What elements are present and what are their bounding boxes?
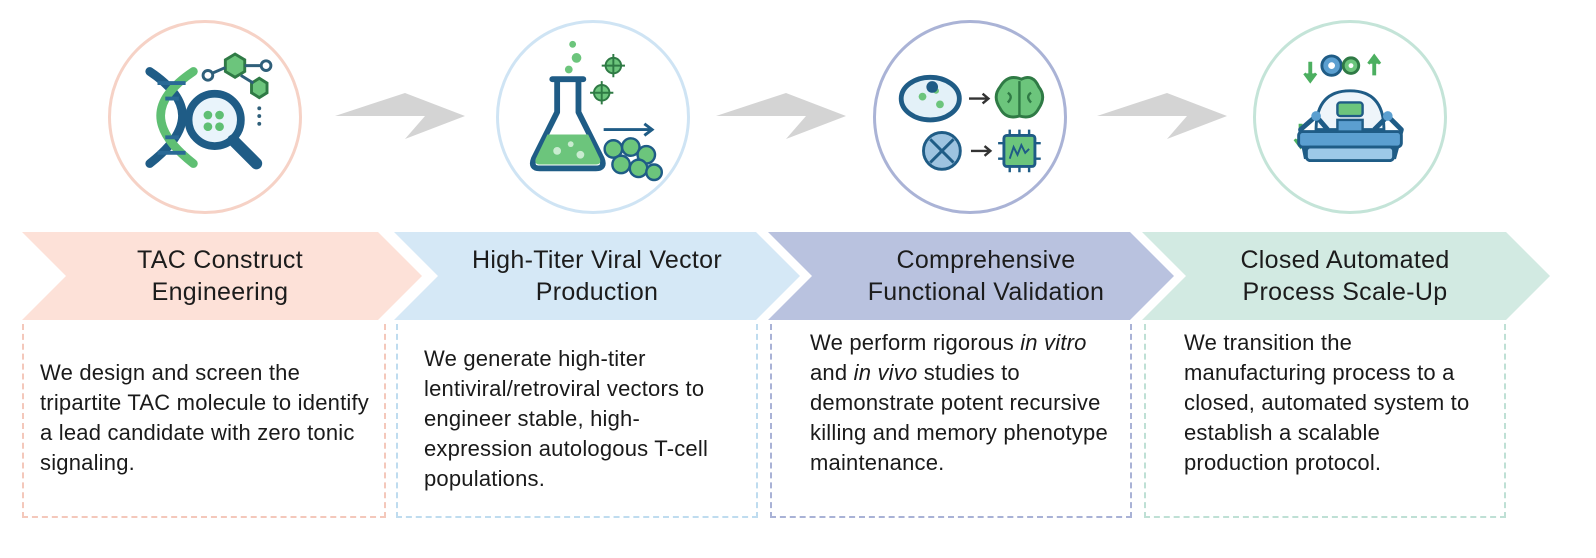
step-1-card: We design and screen the tripartite TAC … <box>22 324 386 518</box>
step-3-icon-circle <box>873 20 1067 214</box>
step-3-description: We perform rigorous in vitro and in vivo… <box>810 330 1108 475</box>
dna-magnifier-icon <box>145 52 273 170</box>
step-1-description: We design and screen the tripartite TAC … <box>40 360 369 475</box>
step-4-card: We transition the manufacturing process … <box>1144 324 1506 518</box>
step-3-card: We perform rigorous in vitro and in vivo… <box>770 324 1132 518</box>
step-4-icon-circle <box>1253 20 1447 214</box>
step-4-banner <box>1142 232 1550 320</box>
flask-vector-icon <box>529 40 664 182</box>
step-3-banner <box>768 232 1174 320</box>
petri-brain-chip-icon <box>898 74 1045 173</box>
arrow-icon <box>716 93 846 139</box>
step-1-banner <box>22 232 422 320</box>
step-2-banner <box>394 232 800 320</box>
step-1-icon-circle <box>108 20 302 214</box>
arrow-icon <box>1097 93 1227 139</box>
robotic-bioreactor-icon <box>1293 53 1404 163</box>
step-2-card: We generate high-titer lentiviral/retrov… <box>396 324 758 518</box>
step-2-icon-circle <box>496 20 690 214</box>
step-2-description: We generate high-titer lentiviral/retrov… <box>424 346 709 491</box>
step-4-description: We transition the manufacturing process … <box>1184 330 1470 475</box>
arrow-icon <box>335 93 465 139</box>
